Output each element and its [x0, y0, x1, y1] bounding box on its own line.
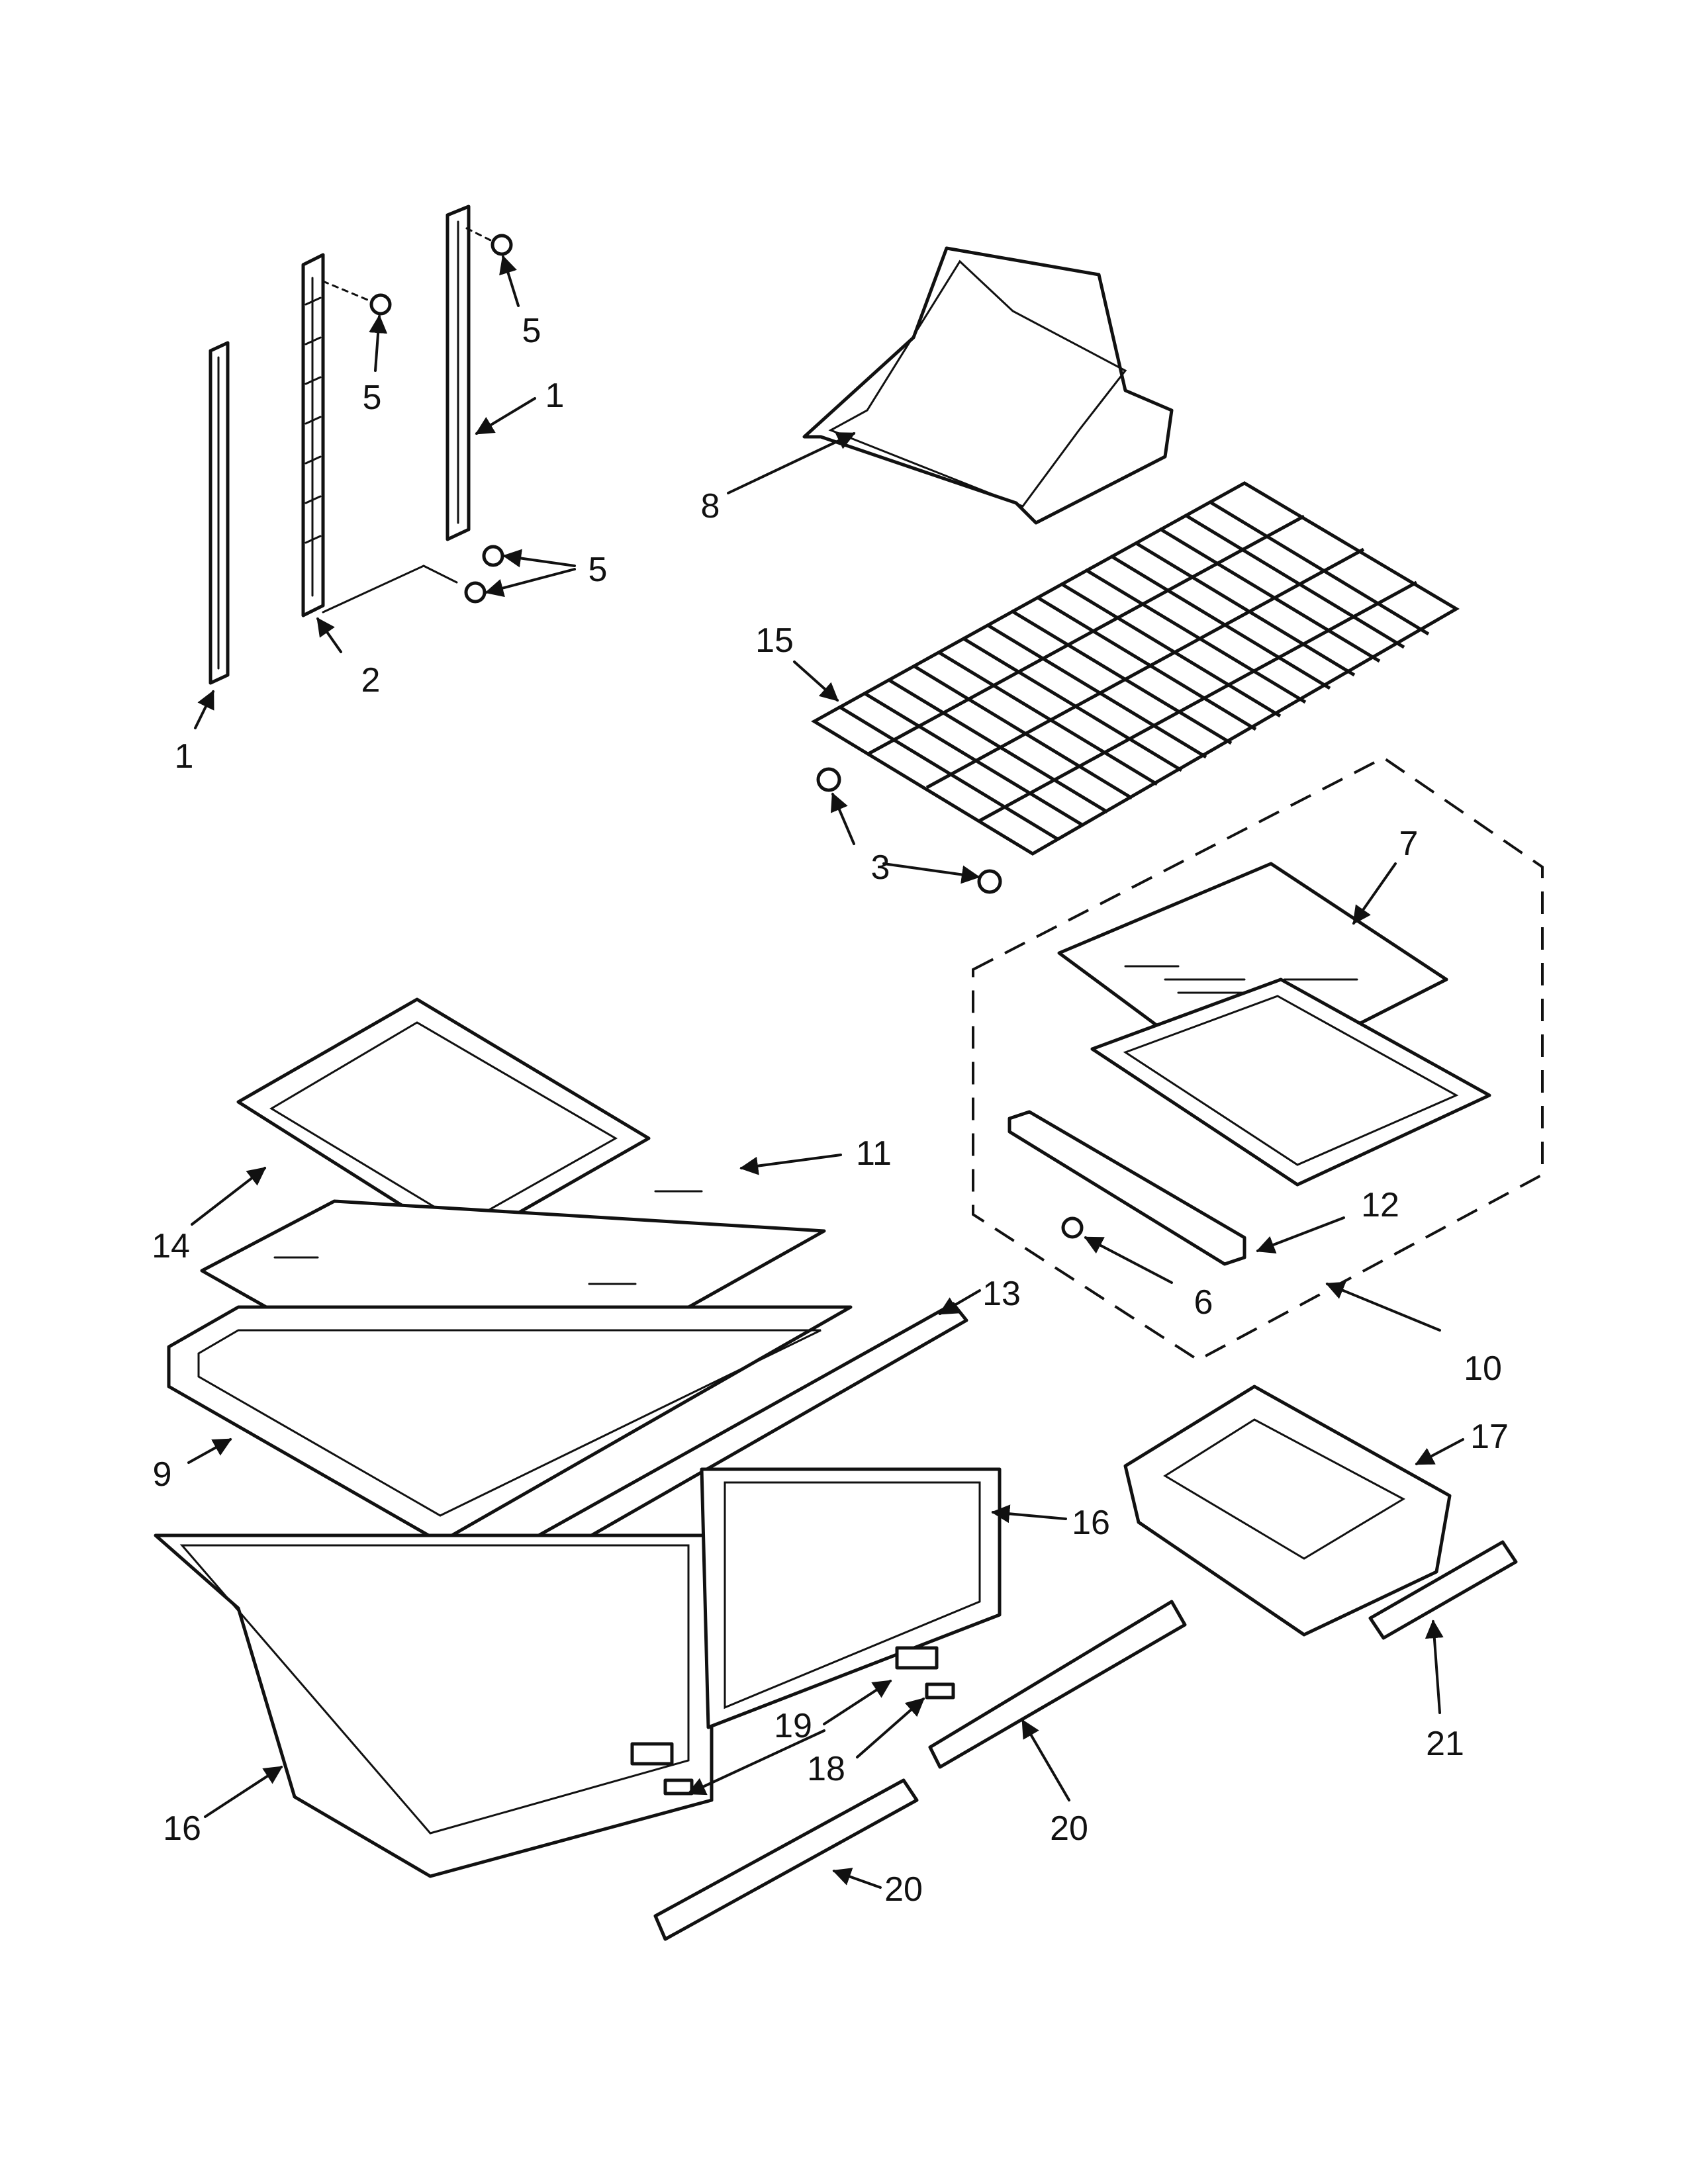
shelf-ladder-right: [445, 205, 471, 541]
callout-10: 10: [1464, 1349, 1502, 1388]
callout-9: 9: [153, 1455, 172, 1494]
callout-13: 13: [982, 1275, 1021, 1313]
crisper-cover-frame-9: [167, 1305, 853, 1544]
callout-12: 12: [1361, 1186, 1399, 1224]
callout-19: 19: [774, 1707, 812, 1745]
shelf-ladder-left: [209, 341, 230, 685]
callout-5-bottom: 5: [588, 551, 608, 589]
screw-top-right: [465, 227, 513, 256]
trim-21: [1368, 1540, 1518, 1640]
callout-3: 3: [871, 848, 890, 887]
slide-19-left: [630, 1742, 674, 1766]
shelf-frame-upper: [1090, 978, 1491, 1187]
crisper-bin-left: [154, 1533, 714, 1878]
shelf-stud-2: [977, 869, 1002, 894]
slide-19-right: [895, 1646, 939, 1670]
shelf-assembly-outline: [972, 756, 1544, 1362]
meat-pan-17: [1123, 1385, 1452, 1637]
wire-shelf: [811, 481, 1460, 856]
slide-18-right: [925, 1682, 955, 1700]
callout-16-right: 16: [1072, 1504, 1110, 1542]
slide-18-left: [663, 1778, 694, 1796]
screw-top-center: [322, 280, 392, 316]
leader-lines: [187, 255, 1464, 1889]
callout-8: 8: [701, 487, 720, 525]
callout-20-right: 20: [1050, 1809, 1088, 1848]
callout-5-top: 5: [522, 312, 541, 350]
callout-15: 15: [755, 621, 794, 660]
screw-bottom-1: [482, 545, 504, 567]
callout-11: 11: [856, 1134, 892, 1173]
crisper-bin-right: [700, 1467, 1002, 1729]
crisper-bin-tray: [802, 246, 1174, 525]
shelf-frame-14: [236, 997, 651, 1246]
shelf-bracket-12: [1008, 1110, 1246, 1266]
callout-6: 6: [1194, 1283, 1213, 1322]
callout-18: 18: [807, 1750, 845, 1788]
callout-21: 21: [1426, 1725, 1464, 1763]
callout-14: 14: [152, 1227, 190, 1265]
screw-bottom-2: [322, 565, 487, 614]
callout-7: 7: [1399, 825, 1419, 863]
callout-5-center: 5: [363, 379, 382, 417]
shelf-ladder-center: [301, 253, 325, 617]
trim-20-right: [928, 1600, 1187, 1769]
trim-20-left: [653, 1778, 919, 1941]
callout-2: 2: [361, 661, 381, 700]
callout-20-left: 20: [884, 1870, 923, 1909]
callout-1-right: 1: [545, 377, 565, 415]
callout-16-left: 16: [163, 1809, 201, 1848]
shelf-stud-1: [816, 767, 841, 792]
screw-6: [1061, 1216, 1084, 1239]
callout-1-left: 1: [175, 737, 194, 776]
callout-17: 17: [1470, 1418, 1509, 1456]
